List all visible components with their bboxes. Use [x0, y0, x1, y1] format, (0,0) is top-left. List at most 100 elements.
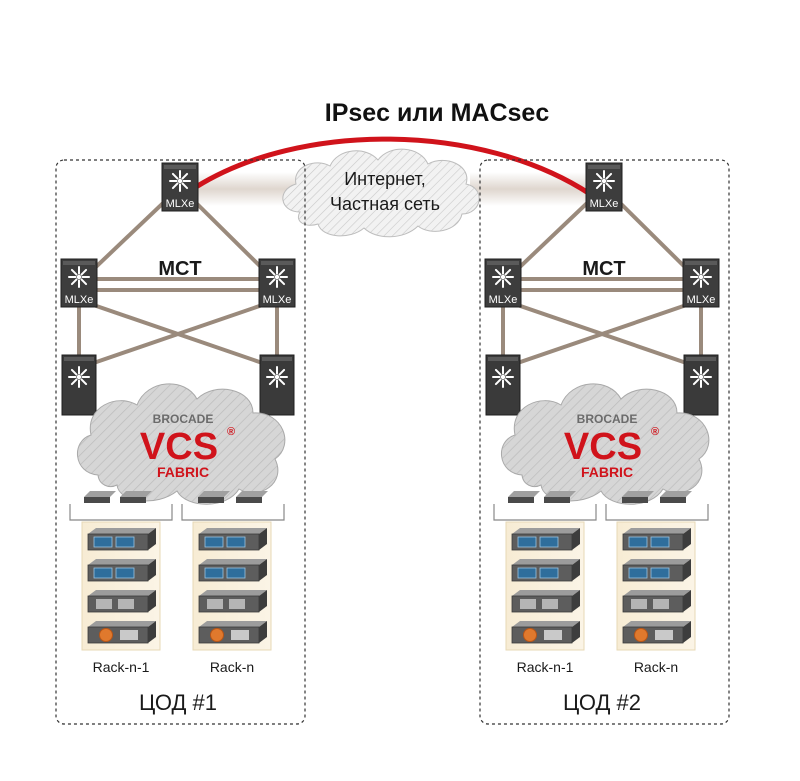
server-top [88, 559, 156, 565]
switch-top-edge [64, 357, 94, 361]
link-lines [77, 185, 279, 385]
server-top [623, 621, 691, 627]
tor-top [236, 491, 268, 497]
server-top [512, 621, 580, 627]
server-side [259, 621, 267, 643]
mlxe-router: MLXe [60, 258, 98, 308]
rack-bracket-left [493, 504, 597, 521]
server-unit [622, 559, 691, 582]
server-side [683, 528, 691, 550]
server-unit [87, 559, 156, 582]
server-module [542, 599, 558, 609]
star-ray [504, 368, 512, 376]
internet-cloud [282, 148, 480, 238]
server-rack: Rack-n-1 [81, 521, 161, 675]
star-ray [692, 278, 700, 286]
server-top [199, 559, 267, 565]
router-star-icon [593, 170, 615, 192]
switch-top-edge [686, 357, 716, 361]
tor-front [622, 497, 648, 503]
vcs-sub: FABRIC [581, 464, 633, 480]
server-side [148, 621, 156, 643]
server-side [683, 621, 691, 643]
vcs-brand: BROCADE [577, 412, 638, 426]
tor-front [120, 497, 146, 503]
tor-switch [236, 491, 268, 503]
star-ray [70, 378, 78, 386]
star-ray [494, 378, 502, 386]
tor-front [84, 497, 110, 503]
server-unit [511, 528, 580, 551]
server-unit [87, 621, 156, 644]
server-side [572, 559, 580, 581]
link-lines [501, 185, 703, 385]
vdx-switch [61, 354, 97, 416]
star-ray [278, 368, 286, 376]
server-side [683, 559, 691, 581]
star-center [601, 178, 607, 184]
vcs-cloud-shape [76, 383, 286, 505]
server-unit [87, 528, 156, 551]
server-module [653, 599, 669, 609]
server-unit [198, 621, 267, 644]
server-unit [198, 590, 267, 613]
router-top-edge [164, 165, 196, 169]
star-ray [70, 268, 78, 276]
rack-label: Rack-n-1 [93, 659, 150, 675]
server-unit [198, 559, 267, 582]
datacenter-border [479, 159, 730, 725]
server-module [120, 630, 138, 640]
vm-module [226, 567, 246, 579]
server-front [198, 626, 260, 644]
star-ray [504, 378, 512, 386]
star-ray [70, 278, 78, 286]
router-top-edge [685, 261, 717, 265]
vm-module [115, 567, 135, 579]
star-ray [80, 268, 88, 276]
star-ray [702, 278, 710, 286]
server-side [683, 590, 691, 612]
vdx-switch [485, 354, 521, 416]
server-rack: Rack-n [616, 521, 696, 675]
star-ray [702, 378, 710, 386]
server-side [148, 590, 156, 612]
rack-bracket-right [605, 504, 709, 521]
star-ray [692, 268, 700, 276]
star-ray [181, 182, 189, 190]
server-unit [511, 621, 580, 644]
router-label: MLXe [65, 294, 94, 306]
tunnel-band-right [470, 172, 590, 206]
server-side [572, 590, 580, 612]
router-top-edge [63, 261, 95, 265]
vm-module [539, 567, 559, 579]
vcs-cloud-shape [500, 383, 710, 505]
vm-module [204, 536, 224, 548]
rack-label: Rack-n [634, 659, 678, 675]
server-top [623, 528, 691, 534]
vcs-name: VCS [140, 426, 218, 468]
vm-module [539, 536, 559, 548]
star-ray [692, 378, 700, 386]
server-top [199, 590, 267, 596]
tor-front [508, 497, 534, 503]
server-module [655, 630, 673, 640]
router-label: MLXe [263, 294, 292, 306]
star-ray [494, 368, 502, 376]
star-center [76, 274, 82, 280]
star-ray [278, 268, 286, 276]
server-side [572, 528, 580, 550]
mlxe-router: MLXe [161, 162, 199, 212]
cloud-label-line1: Интернет, [344, 169, 426, 189]
star-center [698, 374, 704, 380]
router-star-icon [492, 266, 514, 288]
tor-top [508, 491, 540, 497]
server-side [148, 559, 156, 581]
star-ray [595, 172, 603, 180]
server-side [259, 559, 267, 581]
server-top [88, 590, 156, 596]
server-unit [87, 590, 156, 613]
tor-top [622, 491, 654, 497]
